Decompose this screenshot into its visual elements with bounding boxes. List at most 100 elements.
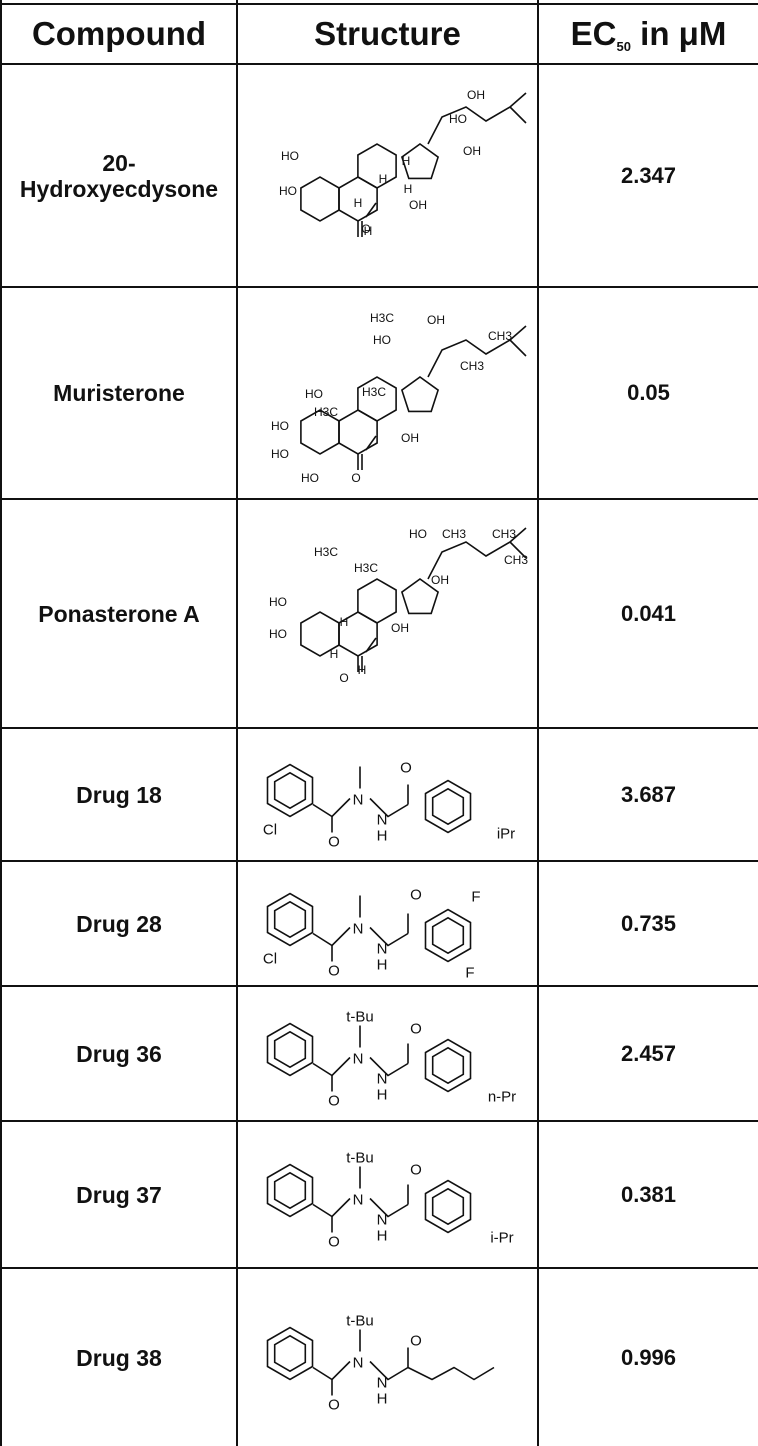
ec50-value-cell: 0.735 — [539, 862, 758, 985]
structure-atom-label: HO — [281, 149, 299, 163]
row-divider — [2, 1120, 758, 1122]
structure-atom-label: OH — [401, 431, 419, 445]
side-chain-branch — [508, 92, 527, 108]
row-divider — [2, 498, 758, 500]
benzene-inner — [431, 1046, 464, 1085]
structure-atom-label: OH — [431, 573, 449, 587]
header-structure-label: Structure — [314, 15, 461, 52]
col-divider — [0, 0, 2, 1446]
row-divider — [2, 286, 758, 288]
benzene-inner — [273, 771, 306, 810]
structure-atom-label: HO — [269, 627, 287, 641]
structure-atom-label: t-Bu — [346, 1313, 374, 1330]
compound-name-cell: Muristerone — [2, 288, 236, 498]
structure-atom-label: N — [376, 1212, 387, 1229]
side-chain-branch — [508, 527, 527, 543]
structure-atom-label: N — [376, 941, 387, 958]
structure-atom-label: i-Pr — [490, 1230, 513, 1247]
header-structure: Structure — [238, 5, 537, 63]
compound-name-cell: Drug 36 — [2, 987, 236, 1120]
ec50-value: 2.457 — [620, 1040, 677, 1066]
compound-name-cell: Drug 28 — [2, 862, 236, 985]
structure-atom-label: H — [403, 182, 412, 196]
row-divider — [2, 860, 758, 862]
structure-atom-label: t-Bu — [346, 1009, 374, 1026]
compound-name: Ponasterone A — [38, 600, 200, 627]
row-divider — [2, 63, 758, 65]
benzene-ring — [424, 1038, 471, 1093]
ec50-value: 0.041 — [620, 600, 677, 626]
ec50-value: 0.05 — [627, 380, 670, 405]
benzene-ring — [266, 1326, 313, 1381]
structure-atom-label: HO — [409, 527, 427, 541]
structure-atom-label: O — [328, 834, 340, 851]
benzene-ring — [266, 1163, 313, 1218]
row-divider — [2, 985, 758, 987]
side-chain-branch — [508, 541, 527, 559]
double-bond — [364, 435, 377, 451]
structure-atom-label: N — [352, 921, 363, 938]
benzene-ring — [424, 779, 471, 834]
benzene-inner — [273, 1171, 306, 1210]
structure-atom-label: t-Bu — [346, 1150, 374, 1167]
structure-atom-label: F — [471, 889, 480, 906]
ring-b — [337, 409, 378, 455]
ec50-value: 2.347 — [620, 162, 677, 188]
hydrazide-chain — [312, 797, 351, 818]
structure-atom-label: n-Pr — [487, 1089, 515, 1106]
ec50-value: 0.996 — [620, 1344, 677, 1370]
ring-d — [400, 376, 439, 413]
row-divider — [2, 727, 758, 729]
structure-atom-label: F — [465, 965, 474, 982]
structure-atom-label: O — [410, 1162, 422, 1179]
structure-atom-label: CH3 — [441, 527, 465, 541]
compound-name-cell: 20- Hydroxyecdysone — [2, 65, 236, 286]
ec50-value-cell: 0.381 — [539, 1122, 758, 1267]
side-chain — [426, 541, 510, 580]
structure-atom-label: H3C — [369, 311, 393, 325]
structure-atom-label: O — [339, 671, 348, 685]
structure-atom-label: O — [410, 1333, 422, 1350]
structure-atom-label: CH3 — [491, 527, 515, 541]
structure-atom-label: H3C — [361, 385, 385, 399]
benzene-ring — [266, 1022, 313, 1077]
structure-atom-label: H — [329, 647, 338, 661]
structure-atom-label: N — [376, 812, 387, 829]
row-divider — [2, 3, 758, 5]
double-bond — [364, 637, 377, 653]
header-compound-label: Compound — [31, 15, 207, 52]
structure-atom-label: H — [376, 1228, 387, 1245]
structure-atom-label: OH — [427, 313, 445, 327]
structure-atom-label: H3C — [313, 405, 337, 419]
structure-atom-label: CH3 — [503, 553, 527, 567]
header-ec50: EC50 in μM — [539, 5, 758, 63]
structure-atom-label: N — [376, 1375, 387, 1392]
ec50-value-cell: 0.996 — [539, 1269, 758, 1446]
structure-atom-label: HO — [271, 419, 289, 433]
compound-name-cell: Ponasterone A — [2, 500, 236, 727]
structure-atom-label: O — [328, 1093, 340, 1110]
structure-atom-label: N — [376, 1071, 387, 1088]
compound-name-cell: Drug 38 — [2, 1269, 236, 1446]
compound-name: Drug 18 — [76, 781, 162, 808]
ec50-value-cell: 2.457 — [539, 987, 758, 1120]
side-chain-branch — [508, 106, 527, 124]
ec50-value: 0.735 — [620, 910, 677, 936]
structure-atom-label: H — [401, 154, 410, 168]
hydrazide-chain — [312, 1360, 351, 1381]
structure-atom-label: OH — [409, 198, 427, 212]
structure-atom-label: HO — [271, 447, 289, 461]
structure-atom-label: O — [328, 1234, 340, 1251]
structure-atom-label: Cl — [262, 951, 276, 968]
benzene-inner — [273, 900, 306, 939]
ring-d — [400, 143, 439, 180]
hydrazide-chain — [312, 1197, 351, 1218]
ring-c — [356, 578, 397, 624]
